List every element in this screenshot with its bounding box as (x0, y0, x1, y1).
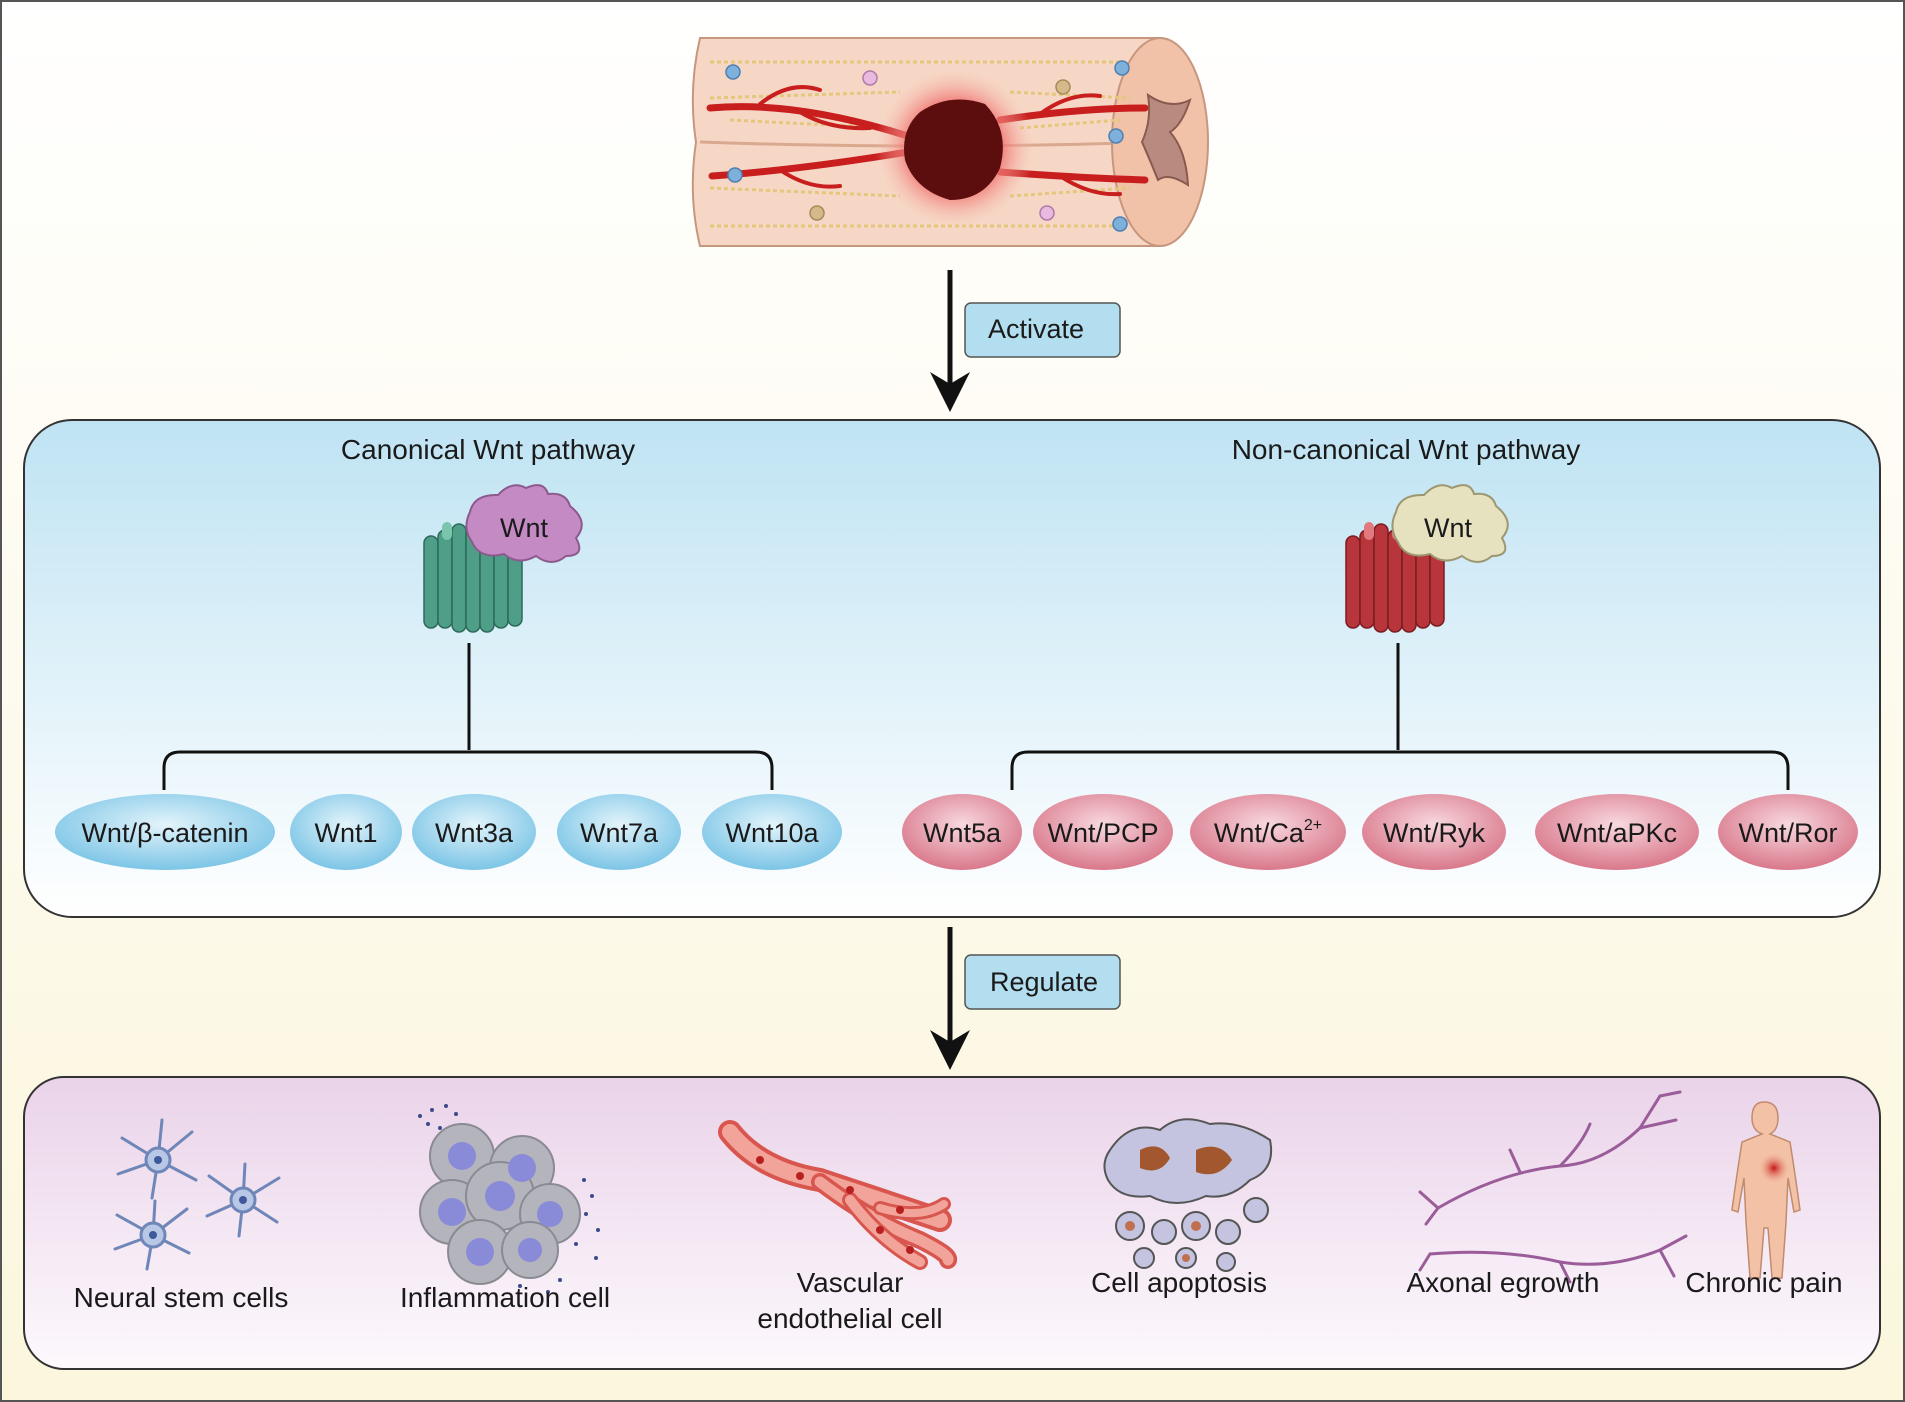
member-label: Wnt1 (314, 818, 377, 848)
member-oval-wnt3a: Wnt3a (412, 794, 536, 870)
member-oval-wnt7a: Wnt7a (557, 794, 681, 870)
member-label: Wnt3a (435, 818, 514, 848)
member-oval-wnt-apkc: Wnt/aPKc (1535, 794, 1699, 870)
member-oval-wnt-ryk: Wnt/Ryk (1362, 794, 1506, 870)
outcome-inflammation-cell: Inflammation cell (400, 1282, 610, 1313)
member-label: Wnt/Ror (1738, 818, 1837, 848)
outcome-axonal-egrowth: Axonal egrowth (1406, 1267, 1599, 1298)
noncanonical-wnt-ligand-icon: Wnt (1391, 484, 1509, 563)
noncanonical-title: Non-canonical Wnt pathway (1232, 434, 1581, 465)
outcome-vascular-line1: Vascular (797, 1267, 904, 1298)
member-oval-wnt-ror: Wnt/Ror (1718, 794, 1858, 870)
member-oval-wnt5a: Wnt5a (902, 794, 1022, 870)
axonal-egrowth-icon (1418, 1090, 1688, 1284)
member-oval-wnt-beta-catenin: Wnt/β-catenin (55, 794, 275, 870)
member-oval-wnt1: Wnt1 (290, 794, 402, 870)
member-label: Wnt/Ca2+ (1214, 817, 1322, 848)
grey-matter-icon (1140, 92, 1192, 187)
member-oval-wnt10a: Wnt10a (702, 794, 842, 870)
noncanonical-ligand-label: Wnt (1424, 513, 1473, 543)
outcome-chronic-pain: Chronic pain (1685, 1267, 1842, 1298)
activate-arrowhead (930, 372, 970, 412)
canonical-title: Canonical Wnt pathway (341, 434, 635, 465)
spinal-cord-illustration (691, 37, 1209, 247)
inflammation-cell-icon (418, 1104, 600, 1294)
member-oval-wnt-ca: Wnt/Ca2+ (1190, 794, 1346, 870)
regulate-label: Regulate (990, 967, 1098, 997)
vascular-endothelial-icon (718, 1120, 958, 1270)
outcome-vascular-line2: endothelial cell (757, 1303, 942, 1334)
outcome-cell-apoptosis: Cell apoptosis (1091, 1267, 1267, 1298)
lesion-icon (904, 99, 1003, 200)
outcome-neural-stem-cells: Neural stem cells (74, 1282, 289, 1313)
member-label: Wnt10a (725, 818, 819, 848)
canonical-wnt-ligand-icon: Wnt (465, 484, 583, 563)
cell-apoptosis-icon (1103, 1118, 1272, 1272)
canonical-ligand-label: Wnt (500, 513, 549, 543)
regulate-label-box: Regulate (964, 954, 1121, 1010)
member-label: Wnt/PCP (1047, 818, 1158, 848)
member-label: Wnt/β-catenin (81, 818, 248, 848)
noncanonical-bracket (1010, 750, 1790, 790)
member-oval-wnt-pcp: Wnt/PCP (1033, 794, 1173, 870)
member-label: Wnt/Ryk (1383, 818, 1486, 848)
neural-stem-cells-icon (113, 1118, 281, 1271)
ca-superscript: 2+ (1304, 817, 1322, 834)
activate-label-box: Activate (964, 302, 1121, 358)
canonical-members: Wnt/β-catenin Wnt1 Wnt3a Wnt7a Wnt10a (55, 794, 842, 870)
outcomes-panel (23, 1076, 1881, 1370)
activate-label: Activate (988, 314, 1084, 344)
member-label: Wnt/aPKc (1557, 818, 1677, 848)
member-label: Wnt7a (580, 818, 659, 848)
member-label-wnt-ca: Wnt/Ca (1214, 818, 1305, 848)
member-label: Wnt5a (923, 818, 1002, 848)
canonical-bracket (162, 750, 774, 790)
noncanonical-members: Wnt5a Wnt/PCP Wnt/Ca2+ Wnt/Ryk Wnt/aPKc … (902, 794, 1858, 870)
chronic-pain-icon (1731, 1101, 1801, 1279)
regulate-arrowhead (930, 1030, 970, 1070)
